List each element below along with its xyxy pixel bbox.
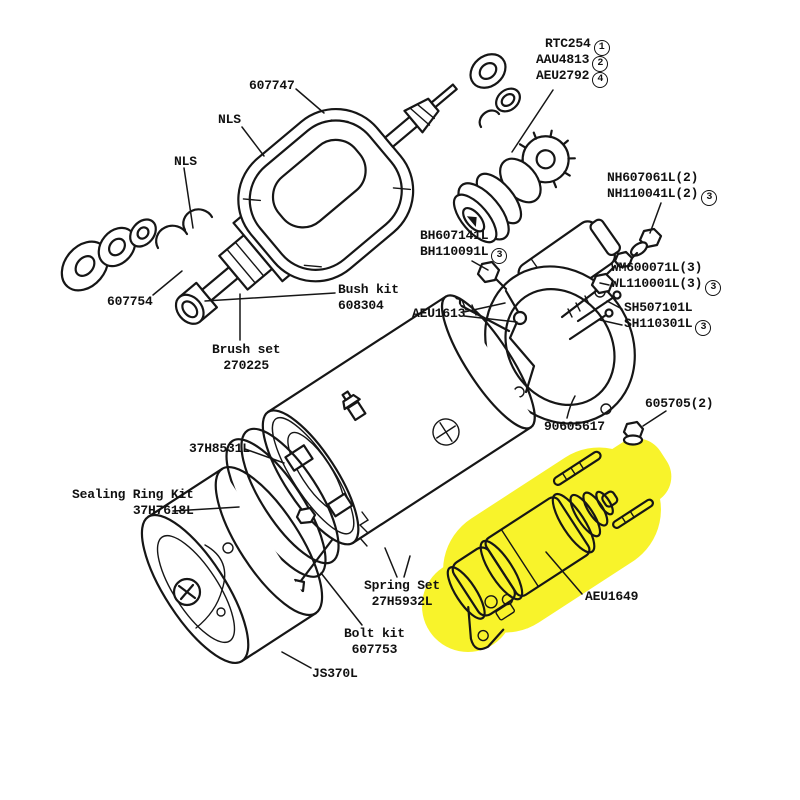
nh-nut-washer — [626, 227, 663, 264]
terminal-studs — [552, 450, 654, 530]
leader-lines — [152, 88, 667, 669]
sealing-ring-band — [225, 427, 340, 578]
end-bushing — [174, 281, 219, 325]
plus-marker — [432, 418, 460, 446]
shaft-collar-and-rings — [469, 53, 521, 129]
mounting-bracket — [467, 605, 505, 651]
highlighted-solenoid — [446, 450, 654, 651]
terminal-stud — [341, 390, 367, 422]
drive-pinion — [452, 129, 576, 244]
brush-spring — [358, 511, 370, 547]
yoke-far-end — [440, 294, 536, 430]
605705-screw — [622, 420, 645, 446]
end-cover-drum — [140, 465, 324, 665]
cover-screw — [172, 577, 202, 607]
armature-assembly — [174, 83, 458, 325]
yoke-open-end — [261, 409, 360, 546]
drive-end-bracket-assembly — [448, 218, 636, 425]
nh-nut-washer-2 — [605, 250, 634, 276]
thrust-washers — [60, 208, 214, 292]
solenoid-front-housing — [451, 546, 516, 617]
clamp-screw — [295, 506, 317, 525]
solenoid-plunger — [569, 490, 619, 538]
field-coil — [237, 107, 415, 283]
